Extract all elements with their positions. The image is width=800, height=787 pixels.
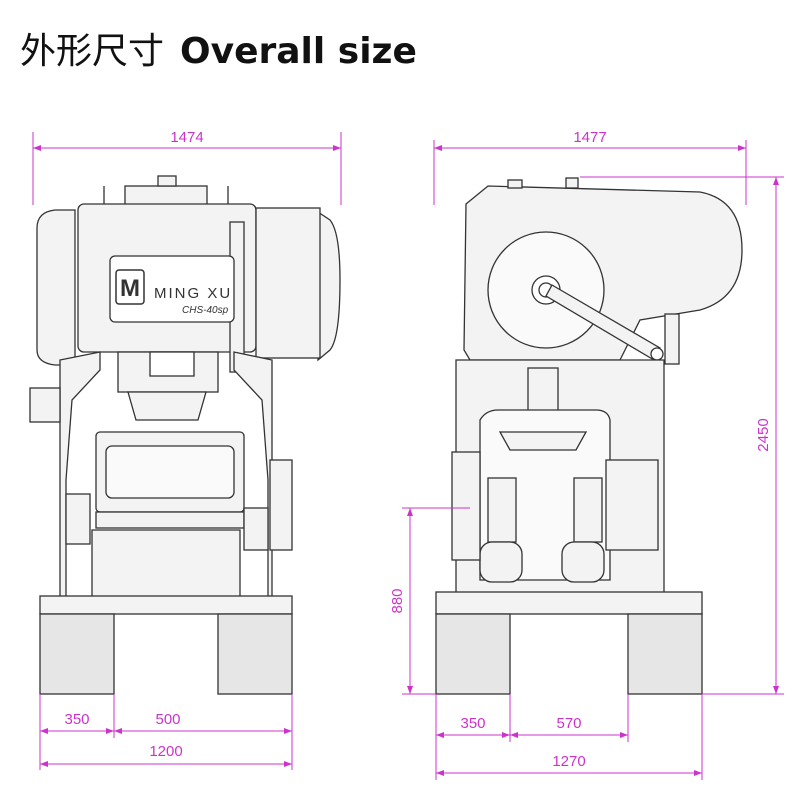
front-view bbox=[29, 175, 341, 695]
side-view bbox=[435, 177, 743, 695]
front-slide-top bbox=[127, 391, 207, 421]
front-bolster bbox=[95, 511, 245, 529]
front-right-foot bbox=[217, 613, 293, 695]
dim-side-base-width: 1270 bbox=[552, 753, 585, 770]
front-left-foot bbox=[39, 613, 115, 695]
front-counter bbox=[149, 351, 195, 377]
front-right-panel bbox=[243, 507, 269, 551]
brand-name: MING XU bbox=[154, 285, 232, 302]
dimension-arrows bbox=[33, 145, 779, 776]
side-top-knob-1 bbox=[507, 179, 523, 189]
front-bed bbox=[39, 595, 293, 615]
model-name: CHS-40sp bbox=[182, 305, 229, 316]
logo-letter: M bbox=[120, 275, 140, 302]
dim-front-foot-width: 350 bbox=[64, 711, 89, 728]
side-rear-bracket bbox=[664, 313, 680, 365]
side-arm-pivot bbox=[650, 347, 664, 361]
dim-front-foot-gap: 500 bbox=[155, 711, 180, 728]
side-right-column bbox=[573, 477, 603, 543]
dim-side-overall-height: 2450 bbox=[755, 418, 772, 451]
front-ram-window bbox=[105, 445, 235, 499]
dim-side-table-height: 880 bbox=[389, 588, 406, 613]
dim-side-overall-width: 1477 bbox=[573, 129, 606, 146]
side-left-cylinder bbox=[479, 541, 523, 583]
title-zh: 外形尺寸 bbox=[20, 31, 165, 72]
page-title: 外形尺寸 Overall size bbox=[20, 22, 417, 74]
dim-side-foot-width: 350 bbox=[460, 715, 485, 732]
front-right-cabinet bbox=[269, 459, 293, 551]
front-flywheel-cover bbox=[255, 207, 321, 359]
side-control-panel bbox=[451, 451, 481, 561]
front-top-knob bbox=[157, 175, 177, 187]
dim-front-base-width: 1200 bbox=[149, 743, 182, 760]
side-slide bbox=[498, 431, 588, 451]
side-left-foot bbox=[435, 613, 511, 695]
dimension-lines bbox=[32, 132, 784, 780]
logo-mark bbox=[115, 269, 145, 305]
dim-side-foot-gap: 570 bbox=[556, 715, 581, 732]
front-top-cap bbox=[124, 185, 208, 207]
brand-logo: M MING XU CHS-40sp bbox=[115, 269, 232, 316]
side-electrical-box bbox=[605, 459, 659, 551]
front-left-box bbox=[29, 387, 61, 423]
side-left-column bbox=[487, 477, 517, 543]
side-bed bbox=[435, 591, 703, 615]
dim-front-overall-width: 1474 bbox=[170, 129, 203, 146]
side-right-cylinder bbox=[561, 541, 605, 583]
front-motor-left bbox=[36, 209, 76, 366]
title-en: Overall size bbox=[180, 31, 417, 72]
front-left-panel bbox=[65, 493, 91, 545]
side-right-foot bbox=[627, 613, 703, 695]
side-top-knob-2 bbox=[565, 177, 579, 189]
front-motor-right bbox=[317, 210, 341, 362]
